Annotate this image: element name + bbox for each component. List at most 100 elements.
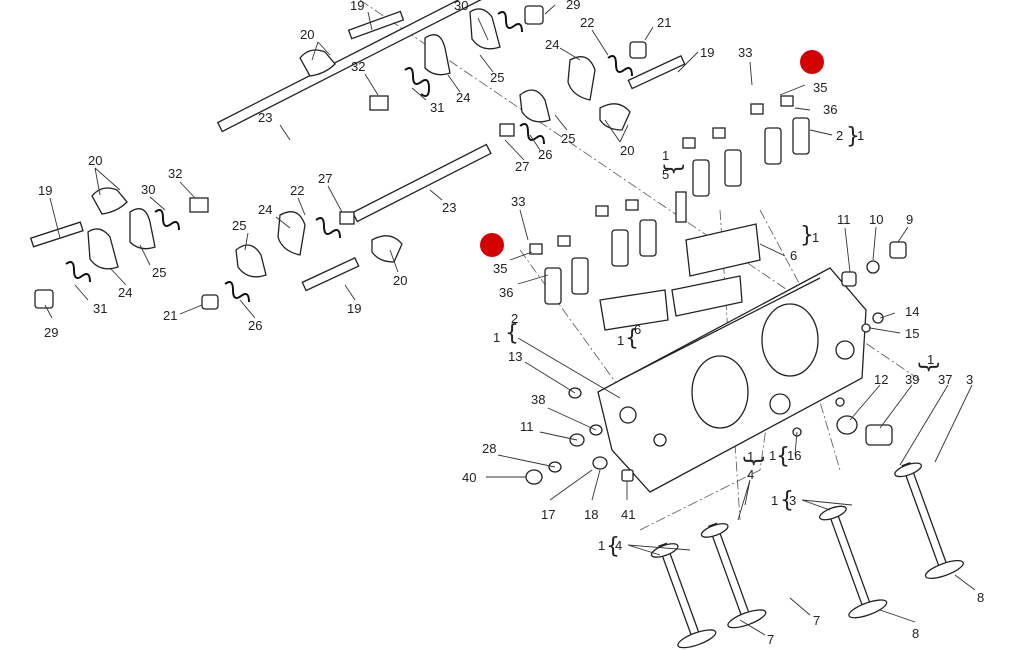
brace-16: { — [776, 444, 790, 469]
label-1: 1 — [927, 352, 934, 367]
label-25: 25 — [490, 70, 504, 85]
highlight-marker-upper[interactable] — [800, 50, 824, 74]
label-38: 38 — [531, 392, 545, 407]
label-22: 22 — [580, 15, 594, 30]
label-20: 20 — [300, 27, 314, 42]
brace-3: { — [780, 488, 794, 513]
highlight-markers — [480, 50, 824, 257]
label-28: 28 — [482, 441, 496, 456]
label-11: 11 — [520, 419, 534, 434]
label-2: 2 — [836, 128, 843, 143]
brace-camcap: } — [800, 223, 814, 248]
label-8: 8 — [977, 590, 984, 605]
label-31: 31 — [93, 301, 107, 316]
label-1: 1 — [617, 333, 624, 348]
label-1: 1 — [812, 230, 819, 245]
side-fittings — [525, 191, 907, 485]
label-13: 13 — [508, 349, 522, 364]
label-20: 20 — [88, 153, 102, 168]
label-11: 11 — [837, 212, 851, 227]
lower-rocker-shaft — [29, 143, 492, 310]
label-19: 19 — [700, 45, 714, 60]
label-24: 24 — [118, 285, 132, 300]
label-6: 6 — [790, 248, 797, 263]
label-22: 22 — [290, 183, 304, 198]
label-21: 21 — [163, 308, 177, 323]
label-18: 18 — [584, 507, 598, 522]
label-23: 23 — [258, 110, 272, 125]
brace-tappets-right: } — [846, 124, 860, 149]
label-35: 35 — [493, 261, 507, 276]
label-30: 30 — [141, 182, 155, 197]
label-36: 36 — [499, 285, 513, 300]
label-24: 24 — [456, 90, 470, 105]
label-2: 2 — [511, 311, 518, 326]
highlight-marker-lower[interactable] — [480, 233, 504, 257]
label-27: 27 — [515, 159, 529, 174]
label-4: 4 — [615, 538, 622, 553]
lower-rocker-arms — [87, 187, 403, 278]
label-37: 37 — [938, 372, 952, 387]
label-19: 19 — [38, 183, 52, 198]
brace-head: } — [916, 360, 941, 374]
label-30: 30 — [454, 0, 468, 13]
brace-6: { — [625, 326, 639, 351]
cylinder-head — [597, 223, 867, 493]
label-7: 7 — [767, 632, 774, 647]
label-41: 41 — [621, 507, 635, 522]
label-25: 25 — [152, 265, 166, 280]
label-9: 9 — [906, 212, 913, 227]
label-6: 6 — [634, 322, 641, 337]
label-21: 21 — [657, 15, 671, 30]
label-35: 35 — [813, 80, 827, 95]
label-33: 33 — [511, 194, 525, 209]
label-39: 39 — [905, 372, 919, 387]
leader-lines — [44, 4, 976, 636]
label-24: 24 — [545, 37, 559, 52]
label-17: 17 — [541, 507, 555, 522]
upper-rocker-shaft — [216, 0, 686, 137]
label-1: 1 — [769, 448, 776, 463]
label-10: 10 — [869, 212, 883, 227]
label-4: 4 — [747, 467, 754, 482]
upper-springs — [404, 11, 633, 145]
label-24: 24 — [258, 202, 272, 217]
label-20: 20 — [393, 273, 407, 288]
label-3: 3 — [966, 372, 973, 387]
label-19: 19 — [350, 0, 364, 13]
label-1: 1 — [747, 449, 754, 464]
label-29: 29 — [44, 325, 58, 340]
brace-2: { — [505, 321, 519, 346]
tappet-group-left — [529, 199, 657, 305]
valves — [650, 462, 964, 649]
label-1: 1 — [771, 493, 778, 508]
label-23: 23 — [442, 200, 456, 215]
brace-4-top: } — [741, 454, 766, 468]
label-19: 19 — [347, 301, 361, 316]
label-1: 1 — [857, 128, 864, 143]
label-1: 1 — [493, 330, 500, 345]
label-31: 31 — [430, 100, 444, 115]
label-8: 8 — [912, 626, 919, 641]
label-12: 12 — [874, 372, 888, 387]
label-20: 20 — [620, 143, 634, 158]
label-32: 32 — [351, 59, 365, 74]
label-15: 15 — [905, 326, 919, 341]
label-32: 32 — [168, 166, 182, 181]
label-26: 26 — [538, 147, 552, 162]
label-40: 40 — [462, 470, 476, 485]
label-29: 29 — [566, 0, 580, 12]
part-labels: 19 30 29 20 22 21 24 19 32 31 24 25 23 2… — [38, 0, 984, 647]
upper-rocker-arms — [299, 8, 631, 131]
label-25: 25 — [561, 131, 575, 146]
label-27: 27 — [318, 171, 332, 186]
label-7: 7 — [813, 613, 820, 628]
tappet-group-right — [682, 95, 810, 197]
brace-5: } — [661, 162, 686, 176]
braces: } } } { { } } { { { — [505, 124, 941, 559]
label-1: 1 — [662, 148, 669, 163]
label-25: 25 — [232, 218, 246, 233]
lower-springs — [65, 209, 341, 303]
label-33: 33 — [738, 45, 752, 60]
